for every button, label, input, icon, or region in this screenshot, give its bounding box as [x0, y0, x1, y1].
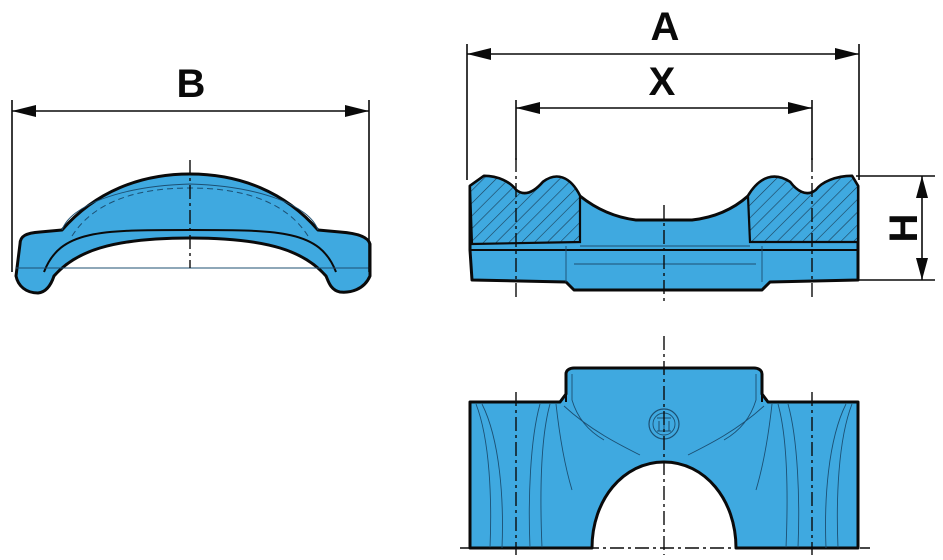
- section-view: [468, 158, 860, 305]
- side-view-body: [14, 172, 372, 295]
- dimension-b-label: B: [177, 62, 206, 106]
- dimension-x: X: [515, 60, 813, 160]
- section-view-cut-left: [468, 174, 582, 246]
- dimension-x-label: X: [649, 60, 676, 104]
- top-view: [460, 336, 870, 555]
- dimension-h: H: [856, 175, 935, 281]
- dimension-b: B: [11, 62, 370, 272]
- side-view: [14, 160, 372, 295]
- section-view-cut-right: [746, 174, 860, 244]
- dimension-a: A: [466, 5, 860, 180]
- dimension-h-label: H: [882, 214, 926, 243]
- dimension-a-label: A: [651, 5, 680, 49]
